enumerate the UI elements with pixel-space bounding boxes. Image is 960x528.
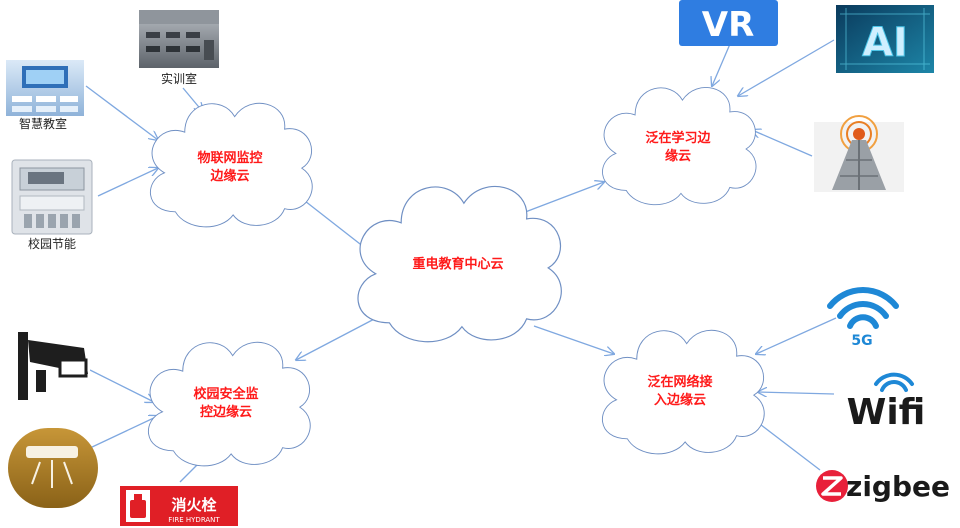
arrow-center-to-network <box>533 325 614 354</box>
arrow-camera-to-security <box>89 369 154 402</box>
hydrant-english-text: FIRE HYDRANT <box>168 516 220 524</box>
arrow-ai-to-learning <box>738 39 835 96</box>
cloud-network-access <box>602 329 765 455</box>
cloud-learning-label-line1: 泛在学习边 <box>645 130 711 146</box>
vr-logo-text: VR <box>702 5 755 45</box>
arrow-zigbee-to-network <box>752 418 821 471</box>
smart-classroom-icon <box>6 60 84 116</box>
training-room-label: 实训室 <box>161 71 197 86</box>
energy-meter-icon <box>11 159 93 235</box>
cloud-campus-security <box>148 341 311 467</box>
smoke-detector-icon <box>8 428 98 508</box>
cloud-center-label: 重电教育中心云 <box>412 256 503 272</box>
arrow-detector-to-security <box>89 416 158 449</box>
cloud-learning-label-line2: 缘云 <box>665 148 691 164</box>
ai-logo-text: AI <box>862 20 908 66</box>
cloud-iot-monitoring <box>150 102 313 228</box>
cloud-security-label-line2: 控边缘云 <box>200 404 252 420</box>
cloud-security-label-line1: 校园安全监 <box>193 386 258 402</box>
cloud-network-label-line2: 入边缘云 <box>654 392 706 408</box>
cloud-ubiquitous-learning <box>602 87 757 206</box>
5g-logo-text: 5G <box>851 333 872 349</box>
cloud-iot-label-line1: 物联网监控 <box>197 150 262 166</box>
hydrant-chinese-text: 消火栓 <box>171 496 216 514</box>
cloud-education-center <box>357 185 562 343</box>
wifi-logo-icon: Wifi <box>847 372 926 433</box>
cloud-iot-label-line2: 边缘云 <box>209 168 249 184</box>
arrow-5g-to-network <box>756 317 837 354</box>
antenna-tower-icon <box>814 115 904 192</box>
arrow-vr-to-learning <box>712 43 731 86</box>
cctv-camera-icon <box>16 328 90 400</box>
zigbee-logo-text: zigbee <box>846 470 950 503</box>
arrow-center-to-security <box>296 315 381 360</box>
zigbee-logo-icon: zigbee <box>816 470 950 503</box>
fire-hydrant-sign-icon: 消火栓 FIRE HYDRANT <box>120 486 238 526</box>
cloud-network-label-line1: 泛在网络接 <box>647 374 712 390</box>
connector-arrows <box>85 39 837 483</box>
smart-classroom-label: 智慧教室 <box>19 116 67 131</box>
campus-energy-label: 校园节能 <box>28 236 76 251</box>
arrow-center-to-learning <box>519 182 604 215</box>
wifi-logo-text: Wifi <box>847 392 926 433</box>
5g-signal-icon: 5G <box>827 287 899 349</box>
ai-chip-icon: AI <box>836 5 934 73</box>
arrow-wifi-to-network <box>758 392 835 394</box>
classroom-photo-icon <box>139 10 219 68</box>
arrow-energy-to-iot <box>97 168 158 197</box>
vr-logo-icon: VR <box>679 0 778 46</box>
arrow-classroom-to-iot <box>85 85 158 140</box>
arrow-tower-to-learning <box>752 130 813 157</box>
